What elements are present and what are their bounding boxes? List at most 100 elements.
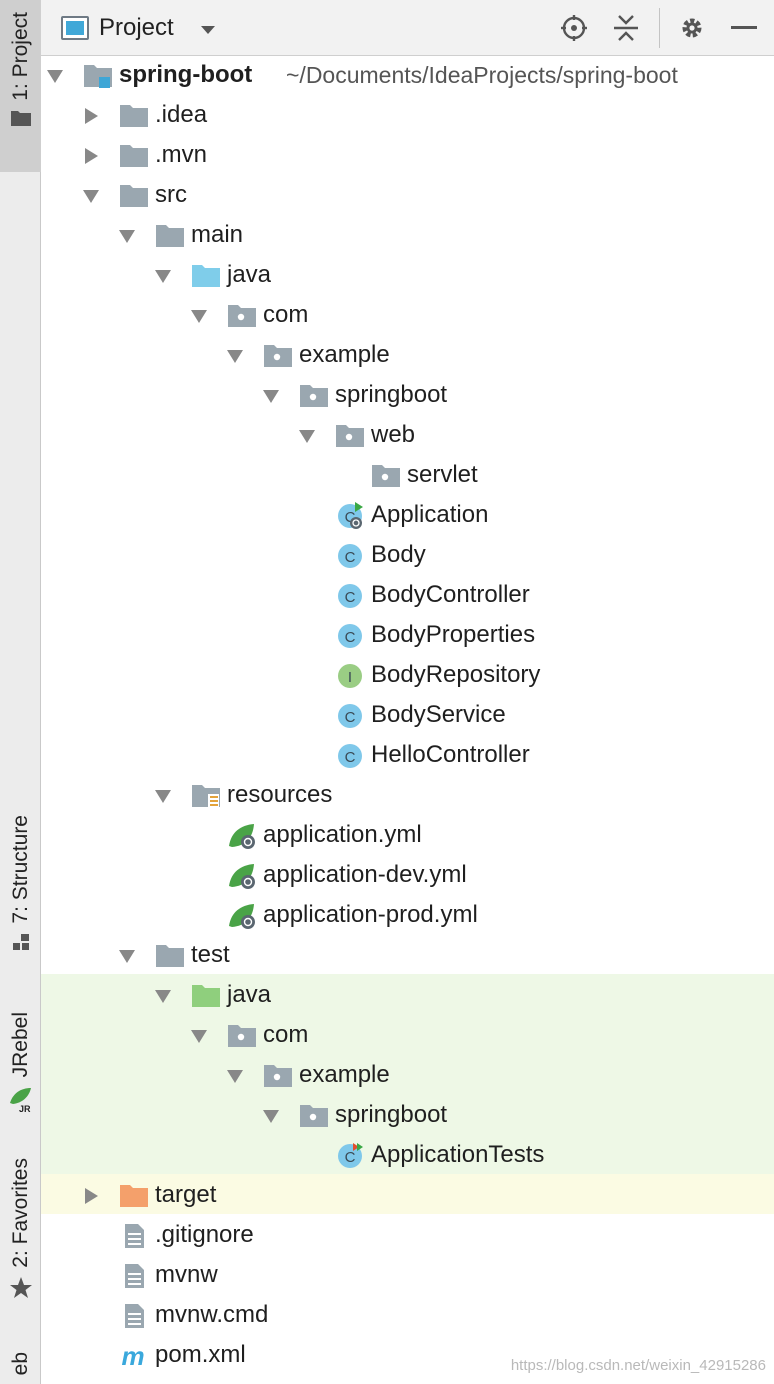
- collapse-arrow-icon[interactable]: [263, 1108, 279, 1124]
- project-tool-tab[interactable]: 1: Project: [0, 0, 41, 172]
- tree-row-label: target: [155, 1181, 217, 1208]
- tree-row[interactable]: springboot: [41, 1096, 774, 1136]
- tree-row[interactable]: com: [41, 296, 774, 336]
- structure-icon: [12, 933, 29, 950]
- tree-row[interactable]: example: [41, 1056, 774, 1096]
- svg-text:C: C: [345, 749, 356, 766]
- collapse-arrow-icon[interactable]: [191, 308, 207, 324]
- settings-button[interactable]: [677, 13, 707, 43]
- project-tree[interactable]: spring-boot ~/Documents/IdeaProjects/spr…: [41, 56, 774, 1384]
- svg-text:C: C: [345, 589, 356, 606]
- tree-row-label: Body: [371, 541, 426, 568]
- tree-row[interactable]: servlet: [41, 456, 774, 496]
- tree-root-row[interactable]: spring-boot ~/Documents/IdeaProjects/spr…: [41, 56, 774, 96]
- collapse-all-button[interactable]: [611, 13, 641, 43]
- tree-row[interactable]: application-prod.yml: [41, 896, 774, 936]
- tree-row-label: HelloController: [371, 741, 530, 768]
- class-icon: C: [338, 744, 362, 768]
- jrebel-icon: JR: [9, 1088, 31, 1113]
- minimize-icon: [731, 26, 757, 29]
- svg-text:I: I: [348, 669, 352, 686]
- tree-row[interactable]: C HelloController: [41, 736, 774, 776]
- structure-tab-label: 7: Structure: [8, 815, 32, 924]
- favorites-tool-tab[interactable]: 2: Favorites: [0, 1158, 41, 1300]
- tree-row[interactable]: application-dev.yml: [41, 856, 774, 896]
- tree-row-label: mvnw: [155, 1261, 218, 1288]
- excluded-folder-icon: [120, 1185, 148, 1207]
- folder-icon: [156, 945, 184, 967]
- svg-text:C: C: [345, 549, 356, 566]
- collapse-arrow-icon[interactable]: [119, 228, 135, 244]
- view-mode-selector[interactable]: Project: [99, 14, 174, 41]
- tree-row[interactable]: target: [41, 1176, 774, 1216]
- tree-row[interactable]: .gitignore: [41, 1216, 774, 1256]
- tree-row[interactable]: mvnw: [41, 1256, 774, 1296]
- collapse-arrow-icon[interactable]: [155, 788, 171, 804]
- tree-row-label: application-dev.yml: [263, 861, 467, 888]
- structure-tool-tab[interactable]: 7: Structure: [0, 815, 41, 952]
- class-icon: C: [338, 624, 362, 648]
- tree-row[interactable]: web: [41, 416, 774, 456]
- tree-row-label: .gitignore: [155, 1221, 254, 1248]
- collapse-arrow-icon[interactable]: [191, 1028, 207, 1044]
- collapse-arrow-icon[interactable]: [299, 428, 315, 444]
- tree-row-label: web: [371, 421, 416, 448]
- tree-row[interactable]: com: [41, 1016, 774, 1056]
- tree-row[interactable]: main: [41, 216, 774, 256]
- tool-window-strip: 1: Project 7: Structure JRebel JR 2: Fav…: [0, 0, 41, 1384]
- collapse-arrow-icon[interactable]: [227, 348, 243, 364]
- collapse-arrow-icon[interactable]: [155, 268, 171, 284]
- web-tool-tab[interactable]: eb: [0, 1352, 41, 1375]
- collapse-arrow-icon[interactable]: [119, 948, 135, 964]
- tree-row-label: java: [227, 981, 272, 1008]
- jrebel-tool-tab[interactable]: JRebel JR: [0, 1012, 41, 1113]
- tree-row-label: com: [263, 1021, 309, 1048]
- collapse-arrow-icon[interactable]: [263, 388, 279, 404]
- folder-icon: [10, 110, 31, 126]
- tree-row[interactable]: java: [41, 256, 774, 296]
- tree-row-label: application-prod.yml: [263, 901, 478, 928]
- tree-row[interactable]: test: [41, 936, 774, 976]
- collapse-arrow-icon[interactable]: [227, 1068, 243, 1084]
- collapse-arrow-icon[interactable]: [83, 188, 99, 204]
- tree-row[interactable]: .mvn: [41, 136, 774, 176]
- tree-row[interactable]: springboot: [41, 376, 774, 416]
- tree-row-label: example: [299, 1061, 390, 1088]
- svg-text:C: C: [345, 709, 356, 726]
- package-icon: [228, 305, 256, 327]
- tree-row-label: .mvn: [155, 141, 208, 168]
- tree-row[interactable]: resources: [41, 776, 774, 816]
- hide-panel-button[interactable]: [729, 13, 759, 43]
- tree-row[interactable]: mvnw.cmd: [41, 1296, 774, 1336]
- module-folder-icon: [84, 65, 112, 88]
- chevron-down-icon[interactable]: [201, 26, 215, 34]
- package-icon: [264, 1065, 292, 1087]
- package-icon: [228, 1025, 256, 1047]
- package-icon: [300, 385, 328, 407]
- expand-arrow-icon[interactable]: [83, 148, 99, 164]
- tree-row[interactable]: C Body: [41, 536, 774, 576]
- collapse-arrow-icon[interactable]: [155, 988, 171, 1004]
- tree-row-label: springboot: [335, 1101, 448, 1128]
- tree-row[interactable]: src: [41, 176, 774, 216]
- resources-folder-icon: [192, 785, 220, 809]
- tree-row-label: .idea: [155, 101, 208, 128]
- locate-file-button[interactable]: [559, 13, 589, 43]
- expand-arrow-icon[interactable]: [83, 1188, 99, 1204]
- tree-row[interactable]: java: [41, 976, 774, 1016]
- tree-row[interactable]: .idea: [41, 96, 774, 136]
- expand-arrow-icon[interactable]: [83, 108, 99, 124]
- tree-row[interactable]: application.yml: [41, 816, 774, 856]
- favorites-tab-label: 2: Favorites: [8, 1158, 32, 1268]
- jrebel-badge: JR: [19, 1104, 31, 1113]
- collapse-arrow-icon[interactable]: [47, 68, 63, 84]
- project-tab-label: 1: Project: [8, 12, 32, 101]
- tree-row[interactable]: example: [41, 336, 774, 376]
